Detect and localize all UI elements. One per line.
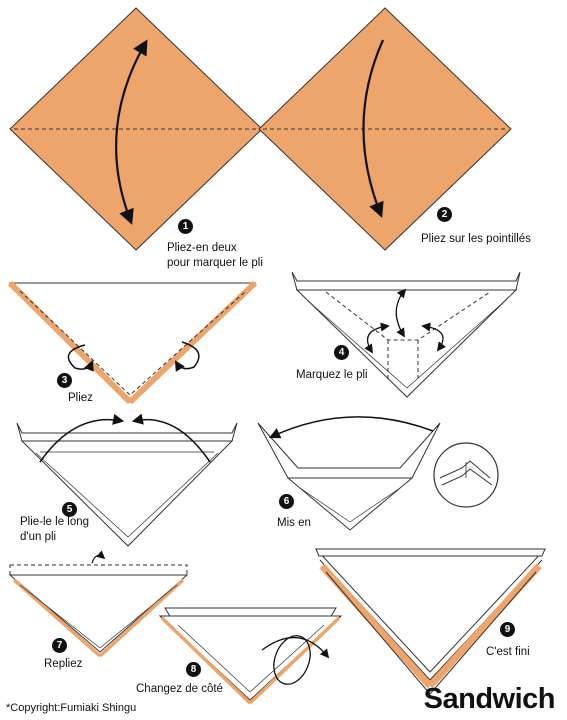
step-2-label: Pliez sur les pointillés xyxy=(421,233,531,245)
step-5-figure xyxy=(16,413,238,547)
copyright-notice: *Copyright:Fumiaki Shingu xyxy=(6,702,137,714)
step-9-label: C'est fini xyxy=(486,646,530,658)
step-1-figure xyxy=(9,7,263,251)
step-8-figure xyxy=(158,607,343,705)
step-5-number: 5 xyxy=(62,502,77,517)
step-6-figure xyxy=(257,416,499,531)
step-8-label: Changez de côté xyxy=(136,683,223,695)
step-3-label: Pliez xyxy=(68,392,93,404)
step-2-figure xyxy=(258,7,512,251)
step-1-number: 1 xyxy=(178,219,193,234)
step-7-number: 7 xyxy=(52,638,67,653)
step-2-number: 2 xyxy=(437,207,452,222)
step-3-figure xyxy=(7,280,258,405)
step-6-label: Mis en xyxy=(277,517,311,529)
step-9-figure xyxy=(314,548,547,695)
step-7-figure xyxy=(8,550,189,658)
step-9-number: 9 xyxy=(500,622,515,637)
step-4-figure xyxy=(291,271,521,398)
step-6-number: 6 xyxy=(279,494,294,509)
step-4-number: 4 xyxy=(334,345,349,360)
step-3-number: 3 xyxy=(57,373,72,388)
page-title: Sandwich xyxy=(423,683,556,715)
step-7-label: Repliez xyxy=(44,658,83,670)
step-4-label: Marquez le pli xyxy=(296,369,368,381)
step-8-number: 8 xyxy=(186,662,201,677)
